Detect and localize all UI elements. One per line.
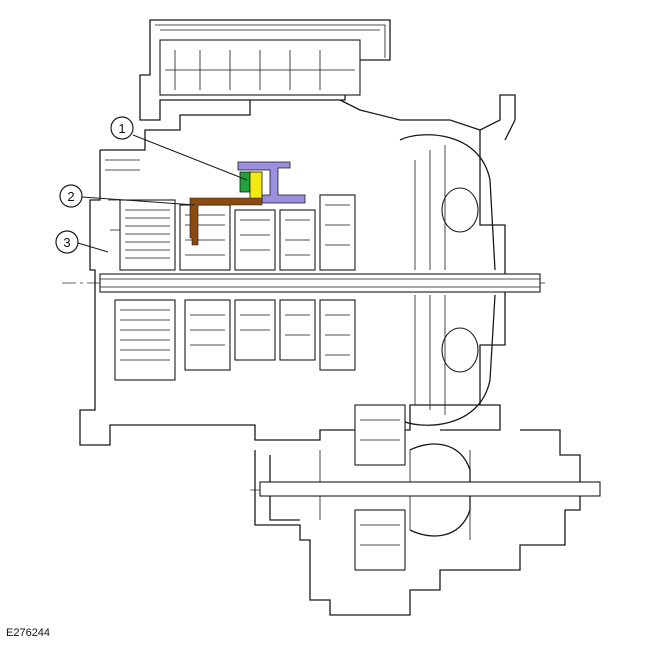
highlight-brown-drum <box>189 197 263 246</box>
callout-3-label: 3 <box>63 235 70 250</box>
differential-assembly <box>259 404 601 571</box>
highlight-green-clutch <box>239 171 251 193</box>
highlight-purple-piston <box>237 161 306 204</box>
callout-2-label: 2 <box>67 189 74 204</box>
callout-3: 3 <box>55 230 109 254</box>
callout-1-label: 1 <box>118 121 125 136</box>
clutch-plates-left <box>114 199 176 381</box>
valve-body <box>159 39 361 96</box>
callout-2: 2 <box>59 184 196 208</box>
transmission-housing <box>79 19 581 616</box>
callout-1: 1 <box>110 116 248 181</box>
main-shaft <box>99 273 541 293</box>
torque-converter <box>399 134 496 426</box>
figure-reference-id: E276244 <box>6 627 51 639</box>
highlight-yellow-clutch <box>249 171 263 201</box>
planetary-gear-sets <box>179 194 356 371</box>
highlighted-components <box>189 161 306 246</box>
